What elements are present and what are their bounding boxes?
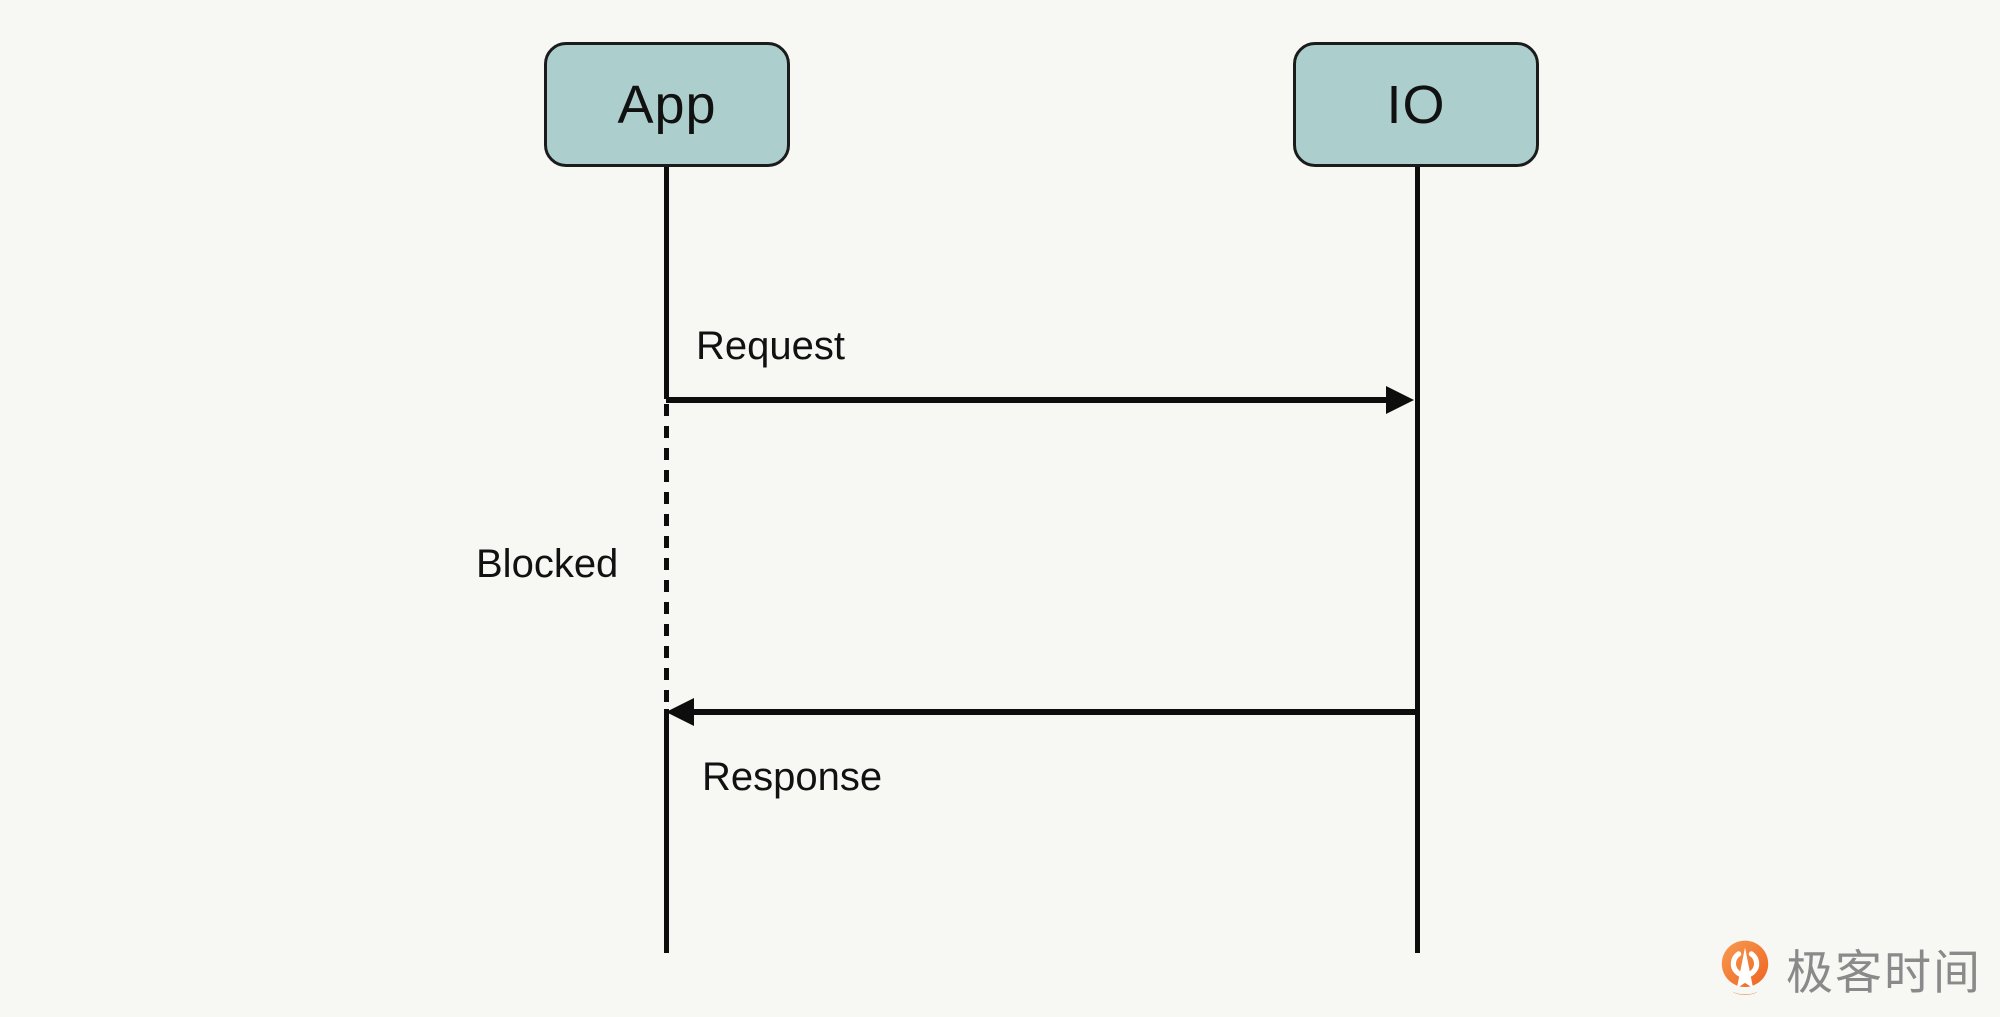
- response-arrow-line: [692, 709, 1417, 715]
- lifeline-io: [1415, 167, 1420, 953]
- request-arrow-line: [666, 397, 1390, 403]
- response-arrowhead-icon: [666, 698, 694, 726]
- request-label: Request: [696, 324, 845, 368]
- blocked-state-label: Blocked: [476, 542, 619, 586]
- request-arrowhead-icon: [1386, 386, 1414, 414]
- actor-label-app: App: [617, 74, 717, 135]
- actor-box-app: App: [544, 42, 790, 167]
- response-label: Response: [702, 755, 883, 799]
- geektime-logo-icon: [1721, 940, 1769, 995]
- lifeline-app-solid-top: [664, 167, 669, 399]
- geektime-logo: 极客时间: [1716, 934, 1982, 1003]
- lifeline-app-dashed-blocked: [664, 404, 669, 705]
- geektime-logo-text: 极客时间: [1786, 946, 1982, 999]
- actor-box-io: IO: [1293, 42, 1539, 167]
- lifeline-app-solid-bottom: [664, 709, 669, 953]
- actor-label-io: IO: [1386, 74, 1446, 135]
